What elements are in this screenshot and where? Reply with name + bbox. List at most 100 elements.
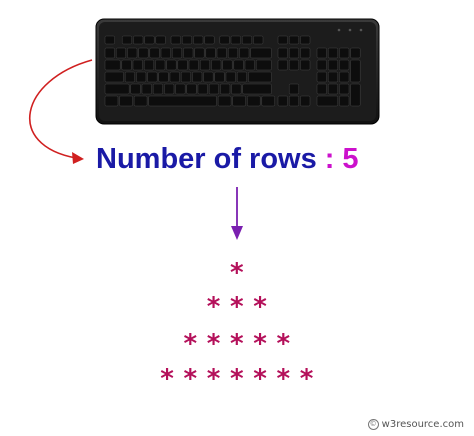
key [241, 35, 253, 45]
key [277, 95, 288, 107]
key [255, 59, 272, 71]
key [160, 47, 171, 59]
rows-heading: Number of rows:5 [96, 142, 359, 176]
key [239, 47, 250, 59]
key [277, 35, 288, 45]
keyboard-indicator-lights [337, 28, 363, 32]
key [186, 83, 197, 95]
key [277, 47, 288, 59]
credit-text: w3resource.com [381, 419, 464, 430]
keyboard-image [95, 18, 380, 125]
key [144, 35, 155, 45]
key [216, 47, 227, 59]
key [121, 59, 132, 71]
key [253, 35, 264, 45]
key [288, 47, 300, 59]
pattern-row-1: * [230, 258, 244, 288]
key [175, 83, 186, 95]
key [288, 35, 300, 45]
key [155, 35, 166, 45]
key [230, 35, 241, 45]
keyboard-keys [104, 35, 361, 107]
key [147, 71, 158, 83]
key [231, 83, 242, 95]
key [261, 95, 276, 107]
key [171, 47, 183, 59]
curved-arrow-head [72, 152, 84, 164]
key [205, 47, 216, 59]
key [170, 35, 181, 45]
key [233, 59, 244, 71]
key [133, 95, 148, 107]
pattern-row-4: * * * * * * * [160, 364, 314, 394]
key [300, 47, 311, 59]
key [244, 59, 255, 71]
rows-value: 5 [342, 143, 359, 175]
key [300, 95, 311, 107]
key [115, 47, 127, 59]
key [193, 35, 204, 45]
key [277, 59, 288, 71]
curved-arrow-icon [29, 59, 93, 159]
key [327, 71, 339, 83]
key [208, 83, 220, 95]
key [288, 83, 300, 95]
key [180, 71, 192, 83]
down-arrow-head [231, 226, 243, 240]
key [316, 95, 339, 107]
key [300, 59, 311, 71]
key [232, 95, 246, 107]
key [214, 71, 225, 83]
key [177, 59, 188, 71]
key [327, 83, 339, 95]
key [133, 35, 144, 45]
site-credit: © w3resource.com [367, 419, 464, 430]
key [148, 95, 217, 107]
key [339, 71, 350, 83]
key [339, 95, 350, 107]
key [188, 59, 199, 71]
key [217, 95, 232, 107]
key [164, 83, 175, 95]
key [203, 71, 214, 83]
pattern-row-3: * * * * * [183, 329, 291, 359]
key [132, 59, 143, 71]
key [152, 83, 164, 95]
key [222, 59, 233, 71]
key [250, 47, 272, 59]
key [339, 47, 350, 59]
key [316, 59, 327, 71]
key [138, 47, 149, 59]
key [339, 83, 350, 95]
key [183, 47, 194, 59]
key [104, 59, 121, 71]
key [127, 47, 138, 59]
key [199, 59, 211, 71]
key [236, 71, 248, 83]
key [149, 47, 160, 59]
copyright-icon: © [367, 419, 379, 430]
key [316, 83, 327, 95]
key [220, 83, 231, 95]
key [211, 59, 222, 71]
key [288, 95, 300, 107]
key [350, 59, 361, 83]
key [197, 83, 208, 95]
key [339, 59, 350, 71]
key [143, 59, 155, 71]
key [350, 83, 361, 107]
key [248, 71, 272, 83]
key [141, 83, 152, 95]
key [327, 47, 339, 59]
key [225, 71, 236, 83]
key [124, 71, 136, 83]
key [136, 71, 147, 83]
key [192, 71, 203, 83]
key [166, 59, 177, 71]
key [104, 35, 115, 45]
key [316, 47, 327, 59]
key [121, 35, 133, 45]
key [204, 35, 215, 45]
key [246, 95, 261, 107]
key [130, 83, 141, 95]
